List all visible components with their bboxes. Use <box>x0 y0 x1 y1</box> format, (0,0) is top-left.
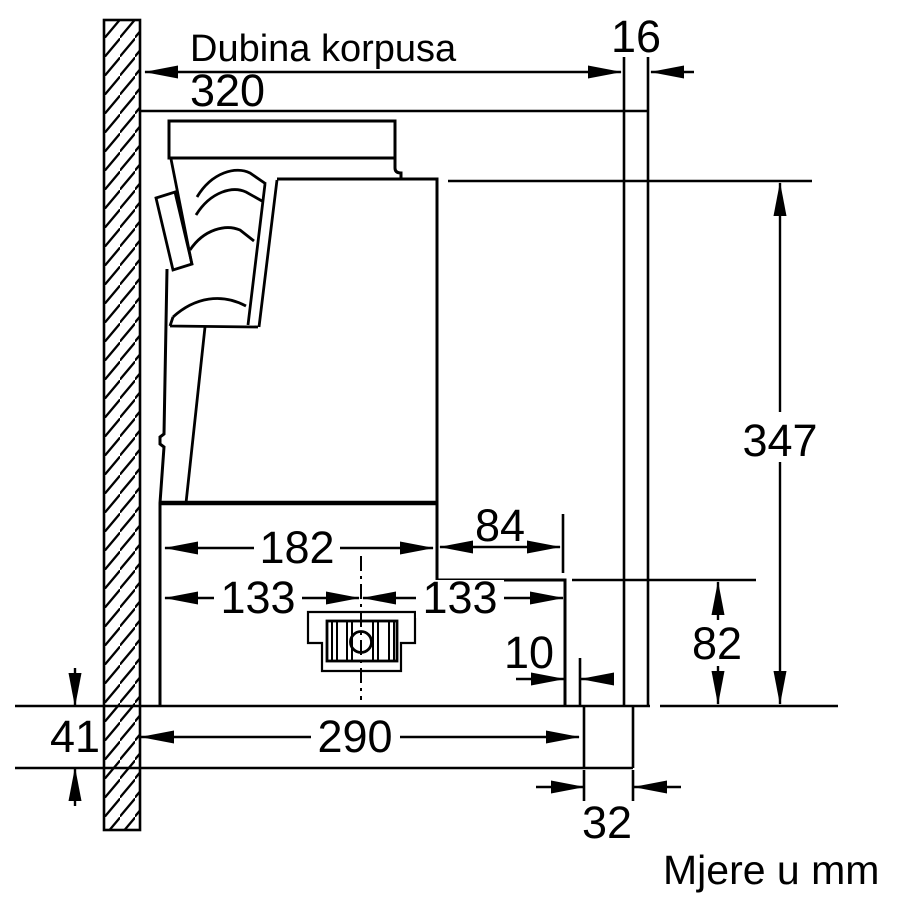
backplate-133-right <box>416 580 504 618</box>
fan-louver-1 <box>195 168 267 198</box>
dim-value-133-right: 133 <box>422 572 497 623</box>
wall-hatched <box>102 18 142 832</box>
wall-bracket-plate <box>154 190 194 272</box>
hood-back-edge <box>158 268 169 706</box>
fan-mounting-strip <box>246 179 279 328</box>
mounting-bracket <box>167 119 397 160</box>
dim-value-41: 41 <box>50 711 100 762</box>
backplate-290 <box>311 716 400 758</box>
dim-value-10: 10 <box>504 627 554 678</box>
connector-ribs <box>331 621 395 661</box>
backplate-347 <box>746 412 814 462</box>
chimney-duct <box>582 706 635 768</box>
fan-louver-3 <box>188 226 255 251</box>
backplate-182 <box>254 528 340 570</box>
power-connector <box>306 556 417 700</box>
dim-value-182: 182 <box>259 522 334 573</box>
label-cabinet-depth: Dubina korpusa <box>190 28 457 70</box>
dim-value-320: 320 <box>190 65 265 116</box>
fan-scroll-base <box>168 316 259 329</box>
dim-value-347: 347 <box>742 415 817 466</box>
fan-scroll-curve <box>172 297 247 319</box>
dim-value-290: 290 <box>317 711 392 762</box>
connector-outline <box>306 610 417 673</box>
fan-louver-2 <box>194 188 263 216</box>
units-note: Mjere u mm <box>663 847 879 893</box>
dim-value-84: 84 <box>475 500 525 551</box>
backplate-133-left <box>214 580 302 618</box>
dim-value-82: 82 <box>692 618 742 669</box>
fan-back-slant <box>184 326 207 504</box>
dim-value-133-left: 133 <box>220 572 295 623</box>
bracket-notch <box>393 158 403 179</box>
backplate-82 <box>690 620 745 666</box>
dim-value-16: 16 <box>611 11 661 62</box>
dim-value-32: 32 <box>582 797 632 848</box>
front-panel-strip <box>622 57 650 706</box>
fan-assembly <box>154 158 279 504</box>
